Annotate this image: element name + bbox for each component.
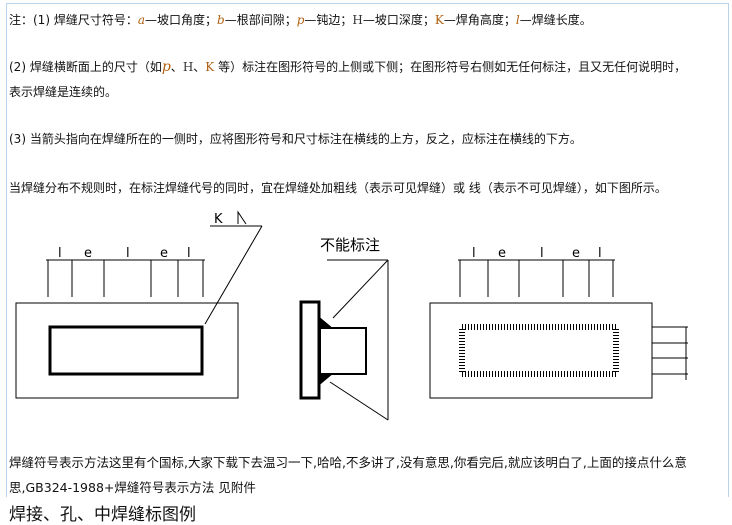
symbol-a: a	[137, 13, 145, 27]
fillet-weld-icon	[237, 210, 247, 225]
sep: 、	[193, 60, 206, 74]
symbol-k: K	[205, 60, 215, 74]
desc-p: —钝边；	[304, 13, 353, 27]
dim-e: e	[160, 246, 168, 261]
note2-suffix: 等）标注在图形符号的上侧或下侧；在图形符号右侧如无任何标注，且又无任何说明时，	[214, 60, 687, 74]
symbol-b: b	[217, 13, 225, 27]
desc-h: —坡口深度；	[362, 13, 435, 27]
desc-b: —根部间隙；	[224, 13, 297, 27]
symbol-l: l	[515, 13, 520, 27]
weld-diagram: l e l e l K 不能标注 l e l e l	[15, 210, 688, 421]
desc-l: —焊缝长度。	[519, 13, 592, 27]
note-2-line-2: 表示焊缝是连续的。	[9, 85, 118, 99]
symbol-h: H	[352, 13, 363, 27]
para-line-1: 焊缝符号表示方法这里有个国标,大家下载下去温习一下,哈哈,不多讲了,没有意思,你…	[9, 455, 687, 470]
middle-figure	[299, 259, 389, 421]
desc-a: —坡口角度；	[144, 13, 217, 27]
cannot-label: 不能标注	[320, 236, 380, 254]
dim-l: l	[472, 246, 476, 261]
right-figure	[429, 259, 688, 399]
k-label: K	[214, 212, 223, 227]
symbol-p: p	[161, 59, 171, 75]
dim-l: l	[598, 246, 602, 261]
desc-k: —焊角高度；	[443, 13, 516, 27]
dim-l: l	[126, 246, 130, 261]
left-figure	[15, 225, 263, 399]
cut-heading: 焊接、孔、中焊缝标图例	[9, 505, 196, 525]
note-prefix: 注：(1) 焊缝尺寸符号：	[9, 13, 138, 27]
note-3: (3) 当箭头指向在焊缝所在的一侧时，应将图形符号和尺寸标注在横线的上方，反之，…	[9, 132, 582, 146]
para-line-2: 思,GB324-1988+焊缝符号表示方法 见附件	[9, 480, 256, 495]
symbol-h: H	[182, 60, 194, 74]
dim-e: e	[84, 246, 92, 261]
symbol-p: p	[296, 13, 305, 27]
content-frame	[6, 3, 729, 497]
note-1: 注：(1) 焊缝尺寸符号：a—坡口角度；b—根部间隙；p—钝边；H—坡口深度；K…	[9, 11, 592, 28]
dim-l: l	[540, 246, 544, 261]
note-2: (2) 焊缝横断面上的尺寸（如p、H、K 等）标注在图形符号的上侧或下侧；在图形…	[9, 58, 686, 75]
dim-l: l	[187, 246, 191, 261]
dim-l: l	[58, 246, 62, 261]
symbol-k: K	[434, 13, 444, 27]
sep: 、	[170, 60, 183, 74]
dim-e: e	[498, 246, 506, 261]
note2-prefix: (2) 焊缝横断面上的尺寸（如	[9, 60, 162, 74]
dim-e: e	[572, 246, 580, 261]
note-4: 当焊缝分布不规则时，在标注焊缝代号的同时，宜在焊缝处加粗线（表示可见焊缝）或 线…	[9, 181, 667, 195]
